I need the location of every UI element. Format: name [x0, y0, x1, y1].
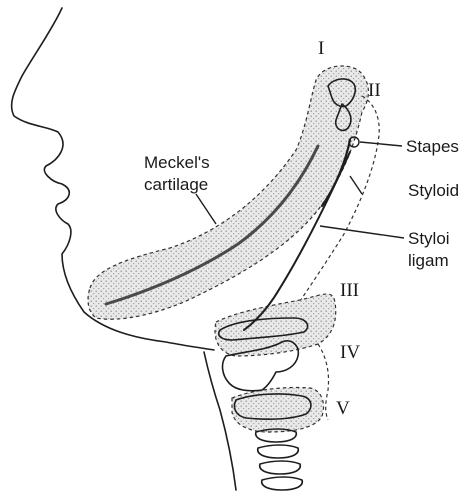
- tracheal-rings: [256, 429, 303, 490]
- stapes-label: Stapes: [406, 137, 459, 156]
- arch-label-4: IV: [340, 342, 360, 363]
- arch-1-region: [88, 66, 368, 319]
- styloid-label: Styloid: [408, 181, 459, 200]
- meckel-leader: [196, 194, 216, 224]
- neck-outline: [204, 352, 236, 490]
- styloid-ligament-label-line1: Styloi: [408, 229, 450, 248]
- styloid-leader: [350, 176, 362, 194]
- styloid-ligament-leader: [320, 226, 404, 238]
- meckel-label-line2: cartilage: [144, 175, 208, 194]
- arch-label-2: II: [368, 80, 381, 101]
- arch-label-5: V: [336, 398, 350, 419]
- meckel-label-line1: Meckel's: [144, 153, 210, 172]
- styloid-ligament-label-line2: ligam: [408, 251, 449, 270]
- arch-label-3: III: [340, 280, 359, 301]
- arch-label-1: I: [318, 38, 324, 59]
- stapes-leader: [360, 142, 402, 146]
